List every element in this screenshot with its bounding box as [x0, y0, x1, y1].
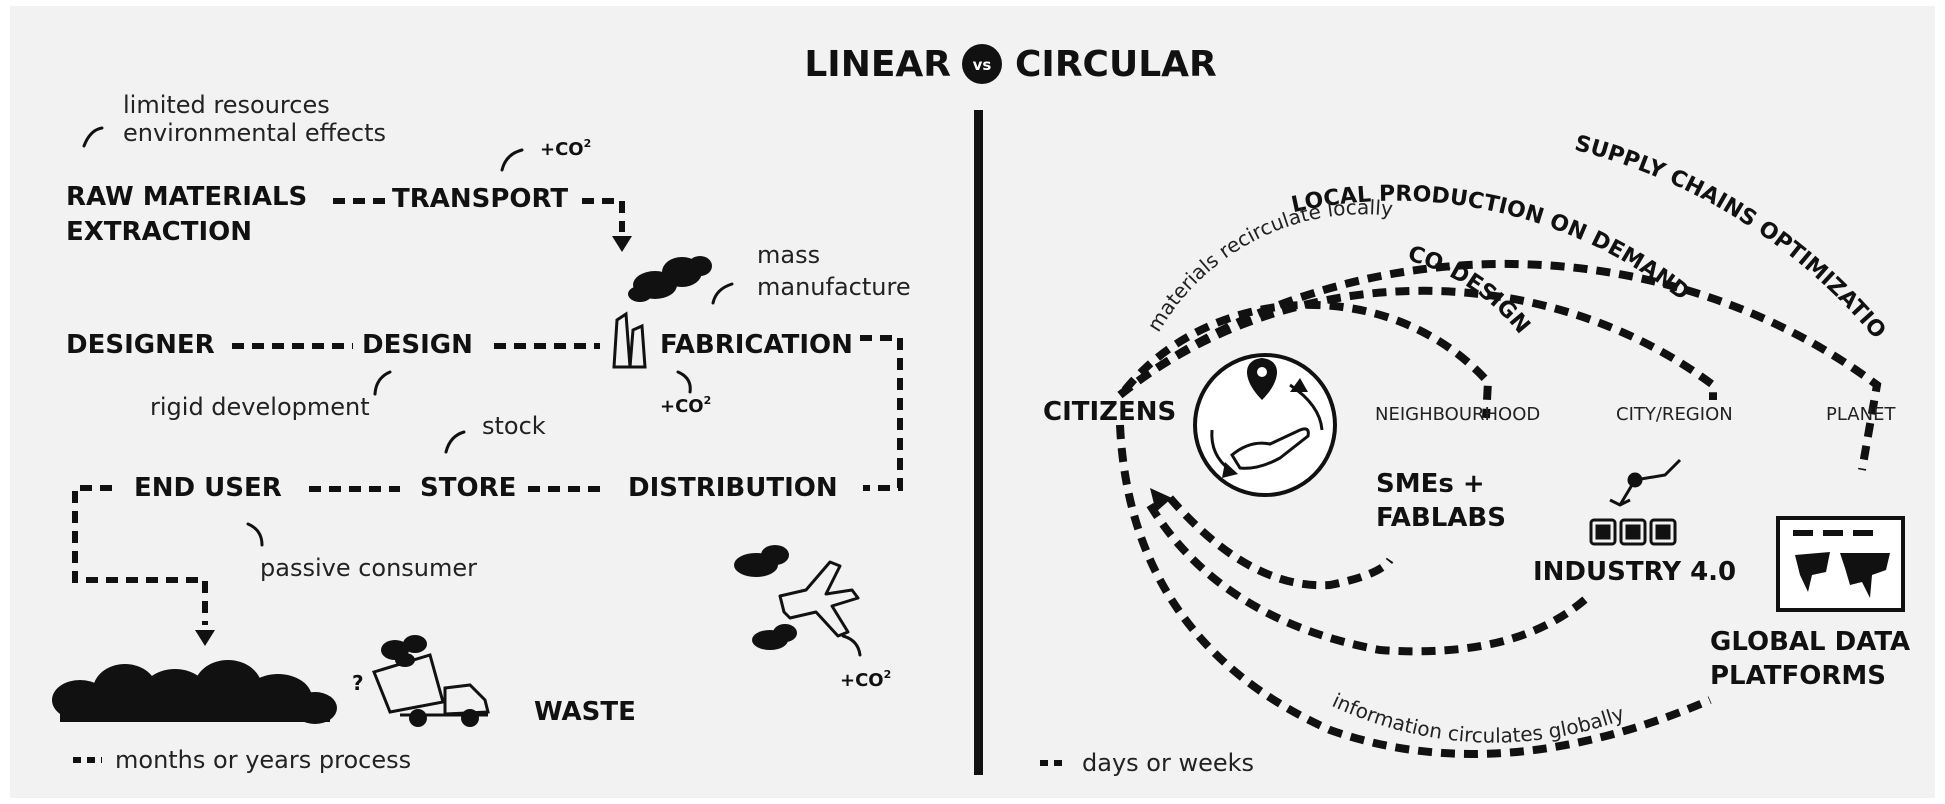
global-data-label-2: PLATFORMS [1710, 661, 1886, 691]
end-user-label: END USER [134, 473, 282, 503]
svg-text:?: ? [352, 671, 364, 695]
raw-note-1: limited resources [123, 91, 330, 119]
global-data-label-1: GLOBAL DATA [1710, 627, 1910, 657]
raw-notes-pointer [82, 126, 104, 148]
waste-pile [52, 660, 337, 724]
co2-pointer-transport [500, 148, 524, 172]
store-label: STORE [420, 473, 516, 503]
airplane-icon [778, 560, 860, 638]
fabrication-label: FABRICATION [660, 330, 853, 360]
arrow-head [612, 236, 632, 252]
waste-label: WASTE [534, 697, 636, 727]
local-hand-icon [1193, 353, 1337, 497]
distribution-label: DISTRIBUTION [628, 473, 838, 503]
co2-plane: +CO2 [840, 668, 891, 691]
flow-enduser-waste [72, 485, 208, 625]
co2-fabrication: +CO2 [660, 394, 711, 417]
co-design-arc [1121, 300, 1493, 419]
mass-manufacture-pointer [711, 282, 734, 305]
smoke-cloud-factory [628, 256, 712, 302]
city-region-label: CITY/REGION [1616, 404, 1733, 425]
manufacture-label: manufacture [757, 273, 911, 301]
citizens-label: CITIZENS [1043, 397, 1176, 427]
legend-circular: days or weeks [1082, 749, 1254, 777]
return-arrow-head [1150, 488, 1172, 512]
designer-label: DESIGNER [66, 330, 215, 360]
raw-materials-label-2: EXTRACTION [66, 217, 252, 247]
smoke-cloud-plane [734, 545, 797, 650]
dump-truck-icon: ? [352, 635, 490, 727]
information-return-arc [1116, 424, 1712, 758]
rigid-pointer [373, 370, 392, 396]
smes-label-1: SMEs + [1376, 469, 1485, 499]
title-linear: LINEAR [804, 44, 951, 85]
neighbourhood-label: NEIGHBOURHOOD [1375, 404, 1540, 425]
industry-label: INDUSTRY 4.0 [1533, 557, 1736, 587]
passive-consumer-note: passive consumer [260, 554, 477, 582]
planet-label: PLANET [1826, 404, 1896, 425]
transport-label: TRANSPORT [392, 184, 568, 214]
diagram-panel [10, 6, 1935, 798]
local-return-arc [1166, 495, 1394, 590]
design-label: DESIGN [362, 330, 473, 360]
co2-pointer-plane [841, 634, 862, 657]
stock-note: stock [482, 412, 546, 440]
center-divider [974, 110, 983, 775]
title-circular: CIRCULAR [1015, 44, 1217, 85]
co2-pointer-fabrication [676, 370, 692, 394]
passive-pointer [246, 522, 264, 547]
arrow-head [195, 630, 215, 646]
flow-fabrication-distribution [860, 335, 903, 491]
vs-text: vs [973, 56, 992, 74]
legend-linear: months or years process [115, 746, 411, 774]
raw-materials-label-1: RAW MATERIALS [66, 182, 307, 212]
stock-pointer [444, 430, 466, 454]
rigid-development-note: rigid development [150, 393, 370, 421]
industry-robot-icon [1589, 458, 1682, 546]
factory-icon [612, 311, 647, 369]
global-data-icon [1776, 516, 1905, 612]
industry-return-arc [1146, 502, 1593, 656]
mass-label: mass [757, 241, 820, 269]
flow-transport-fabrication [582, 198, 625, 232]
vs-badge [962, 44, 1002, 84]
smes-label-2: FABLABS [1376, 503, 1506, 533]
local-production-arc [1117, 286, 1717, 400]
co2-transport: +CO2 [540, 137, 591, 160]
raw-note-2: environmental effects [123, 119, 386, 147]
